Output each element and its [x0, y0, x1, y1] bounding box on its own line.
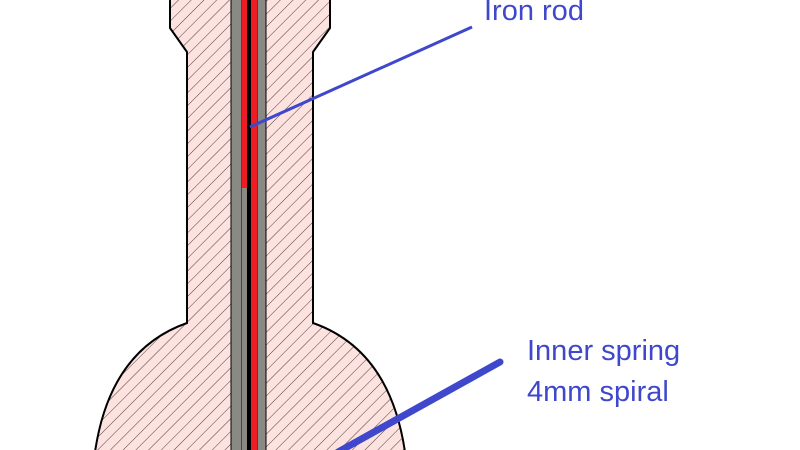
spring-right [251, 0, 257, 450]
spring-left [242, 0, 247, 188]
spring-left-lower [242, 188, 247, 450]
iron-rod-label: Iron rod [484, 0, 584, 27]
outer-tube-right [256, 0, 267, 450]
outer-tube-left [230, 0, 243, 450]
inner-spring-label: Inner spring [527, 335, 681, 367]
iron-rod-callout-line [249, 25, 473, 129]
iron-rod [247, 0, 251, 450]
inner-spring-callout-line [335, 358, 504, 450]
inner-spring-size-label: 4mm spiral [527, 376, 669, 408]
